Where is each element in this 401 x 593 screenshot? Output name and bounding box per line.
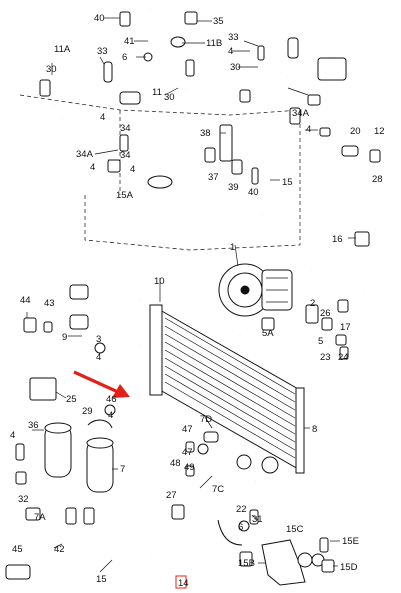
compressor (218, 263, 293, 317)
label-30-a: 30 (46, 64, 57, 75)
leader-lines (26, 17, 356, 573)
expansion-valve-7c (197, 443, 279, 485)
label-30-c: 30 (230, 62, 241, 73)
bracket-15b (261, 539, 325, 586)
label-4-d: 4 (130, 164, 135, 175)
label-35: 35 (213, 16, 224, 27)
label-15b: 15B (238, 558, 255, 569)
label-4-g: 4 (96, 352, 101, 363)
label-28: 28 (372, 174, 383, 185)
label-7d: 7D (200, 414, 212, 425)
label-49: 49 (184, 462, 195, 473)
label-37: 37 (208, 172, 219, 183)
label-15-f: 15 (96, 574, 107, 585)
label-4-e: 4 (306, 124, 311, 135)
label-23: 23 (320, 352, 331, 363)
label-17: 17 (340, 322, 351, 333)
label-29: 29 (82, 406, 93, 417)
label-11: 11 (152, 87, 162, 98)
label-15a: 15A (116, 190, 134, 201)
label-27: 27 (166, 490, 177, 501)
label-33-a: 33 (97, 46, 108, 57)
label-15: 15 (282, 177, 293, 188)
label-8: 8 (312, 424, 317, 435)
label-5a: 5A (262, 328, 274, 339)
label-41: 41 (124, 36, 135, 47)
label-43: 43 (44, 298, 55, 309)
label-4-b: 4 (100, 112, 105, 123)
label-45: 45 (12, 544, 23, 555)
label-4-h: 4 (108, 410, 113, 421)
label-10: 10 (154, 276, 165, 287)
label-7c: 7C (212, 484, 224, 495)
label-42: 42 (54, 544, 65, 555)
label-38: 38 (200, 128, 211, 139)
label-9: 9 (62, 332, 67, 343)
receiver-drier-left (44, 422, 72, 478)
label-15d: 15D (340, 562, 358, 573)
label-46: 46 (106, 394, 117, 405)
label-12: 12 (374, 126, 385, 137)
label-1: 1 (230, 242, 235, 253)
label-22: 22 (236, 504, 247, 515)
label-39: 39 (228, 182, 239, 193)
label-30-b: 30 (164, 92, 175, 103)
label-44: 44 (20, 295, 31, 306)
label-40-b: 40 (248, 187, 259, 198)
body-outline-dashed (19, 94, 301, 251)
label-26: 26 (320, 308, 331, 319)
label-11b: 11B (206, 38, 222, 49)
label-2: 2 (310, 298, 315, 309)
label-34a-b: 34A (292, 108, 310, 119)
label-15e: 15E (342, 536, 359, 547)
label-34-a: 34 (120, 123, 131, 134)
label-24: 24 (338, 352, 349, 363)
label-34-b: 34 (120, 150, 131, 161)
red-arrow-indicator (73, 370, 130, 398)
label-16: 16 (332, 234, 343, 245)
label-4-a: 4 (228, 46, 233, 57)
label-4-f: 4 (10, 430, 15, 441)
label-47-a: 47 (182, 424, 193, 435)
label-3: 3 (96, 334, 101, 345)
part-labels: 40 41 35 11B 6 11A 30 33 30 11 33 4 30 3… (10, 13, 385, 589)
label-40: 40 (94, 13, 105, 24)
label-32: 32 (18, 494, 29, 505)
label-6: 6 (122, 52, 127, 63)
label-7: 7 (120, 464, 125, 475)
label-47-b: 47 (182, 447, 193, 458)
label-7a: 7A (34, 512, 46, 523)
label-14: 14 (178, 578, 189, 589)
label-31: 31 (252, 514, 263, 525)
refrigerant-pipes (33, 8, 381, 591)
label-4-c: 4 (90, 162, 95, 173)
label-33-b: 33 (228, 32, 239, 43)
label-34a-a: 34A (76, 149, 94, 160)
label-25: 25 (66, 394, 77, 405)
callout-box-14 (175, 575, 187, 589)
condenser (149, 304, 305, 474)
label-15c: 15C (286, 524, 304, 535)
label-36: 36 (28, 420, 39, 431)
label-5: 5 (318, 336, 323, 347)
label-11a: 11A (54, 44, 71, 55)
receiver-drier-right (86, 419, 114, 493)
label-6-b: 6 (238, 522, 243, 533)
fittings (5, 11, 381, 580)
label-20: 20 (350, 126, 361, 137)
label-48: 48 (170, 458, 181, 469)
